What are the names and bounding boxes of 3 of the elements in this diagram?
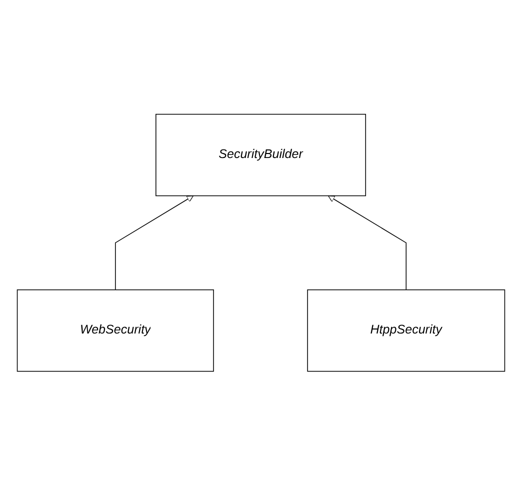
arrow: [327, 196, 406, 290]
node-box: SecurityBuilder: [155, 114, 366, 196]
arrow: [114, 196, 194, 290]
